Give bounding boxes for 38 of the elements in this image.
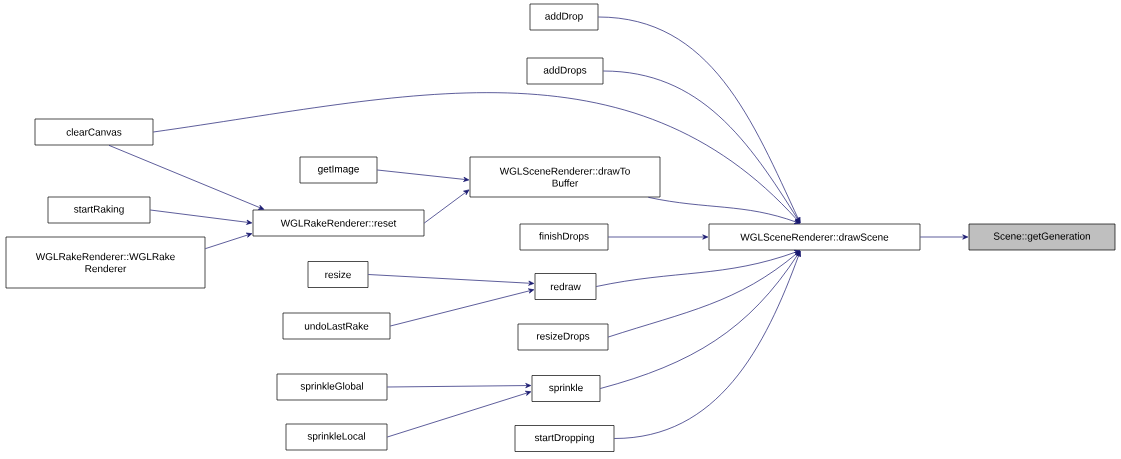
arrow	[608, 234, 709, 240]
arrow	[424, 189, 470, 224]
function-box: startRaking	[47, 196, 151, 224]
function-box: sprinkleGlobal	[276, 373, 388, 401]
arrow	[600, 250, 801, 389]
function-box: Scene::getGeneration	[968, 223, 1116, 251]
arrow	[205, 232, 253, 249]
arrow	[920, 234, 969, 240]
arrow	[368, 274, 535, 286]
function-box: sprinkleLocal	[285, 423, 388, 451]
function-box: WGLSceneRenderer::drawTo Buffer	[469, 156, 661, 198]
function-box: resizeDrops	[517, 323, 609, 351]
arrow	[387, 383, 532, 389]
function-box: sprinkle	[531, 375, 601, 402]
function-box: addDrop	[529, 3, 599, 31]
function-box: addDrops	[526, 57, 604, 85]
function-box: startDropping	[514, 425, 615, 452]
function-box: getImage	[299, 156, 378, 184]
arrow	[153, 92, 801, 224]
arrow	[387, 390, 532, 438]
function-box: resize	[307, 261, 369, 288]
function-box: WGLSceneRenderer::drawScene	[708, 223, 921, 251]
function-box: finishDrops	[519, 223, 609, 251]
function-box: undoLastRake	[282, 312, 391, 340]
function-box: WGLRakeRenderer::WGLRake Renderer	[5, 236, 206, 289]
function-box: redraw	[534, 273, 597, 300]
arrow	[596, 250, 800, 287]
arrow	[150, 209, 253, 225]
arrow	[598, 16, 801, 224]
arrow	[648, 197, 800, 224]
arrow	[108, 145, 265, 210]
arrow	[614, 250, 801, 439]
function-box: clearCanvas	[34, 118, 154, 146]
arrow	[608, 250, 801, 338]
arrow	[377, 169, 470, 182]
function-box: WGLRakeRenderer::reset	[252, 209, 425, 237]
arrow	[390, 288, 535, 327]
arrow	[603, 70, 801, 224]
